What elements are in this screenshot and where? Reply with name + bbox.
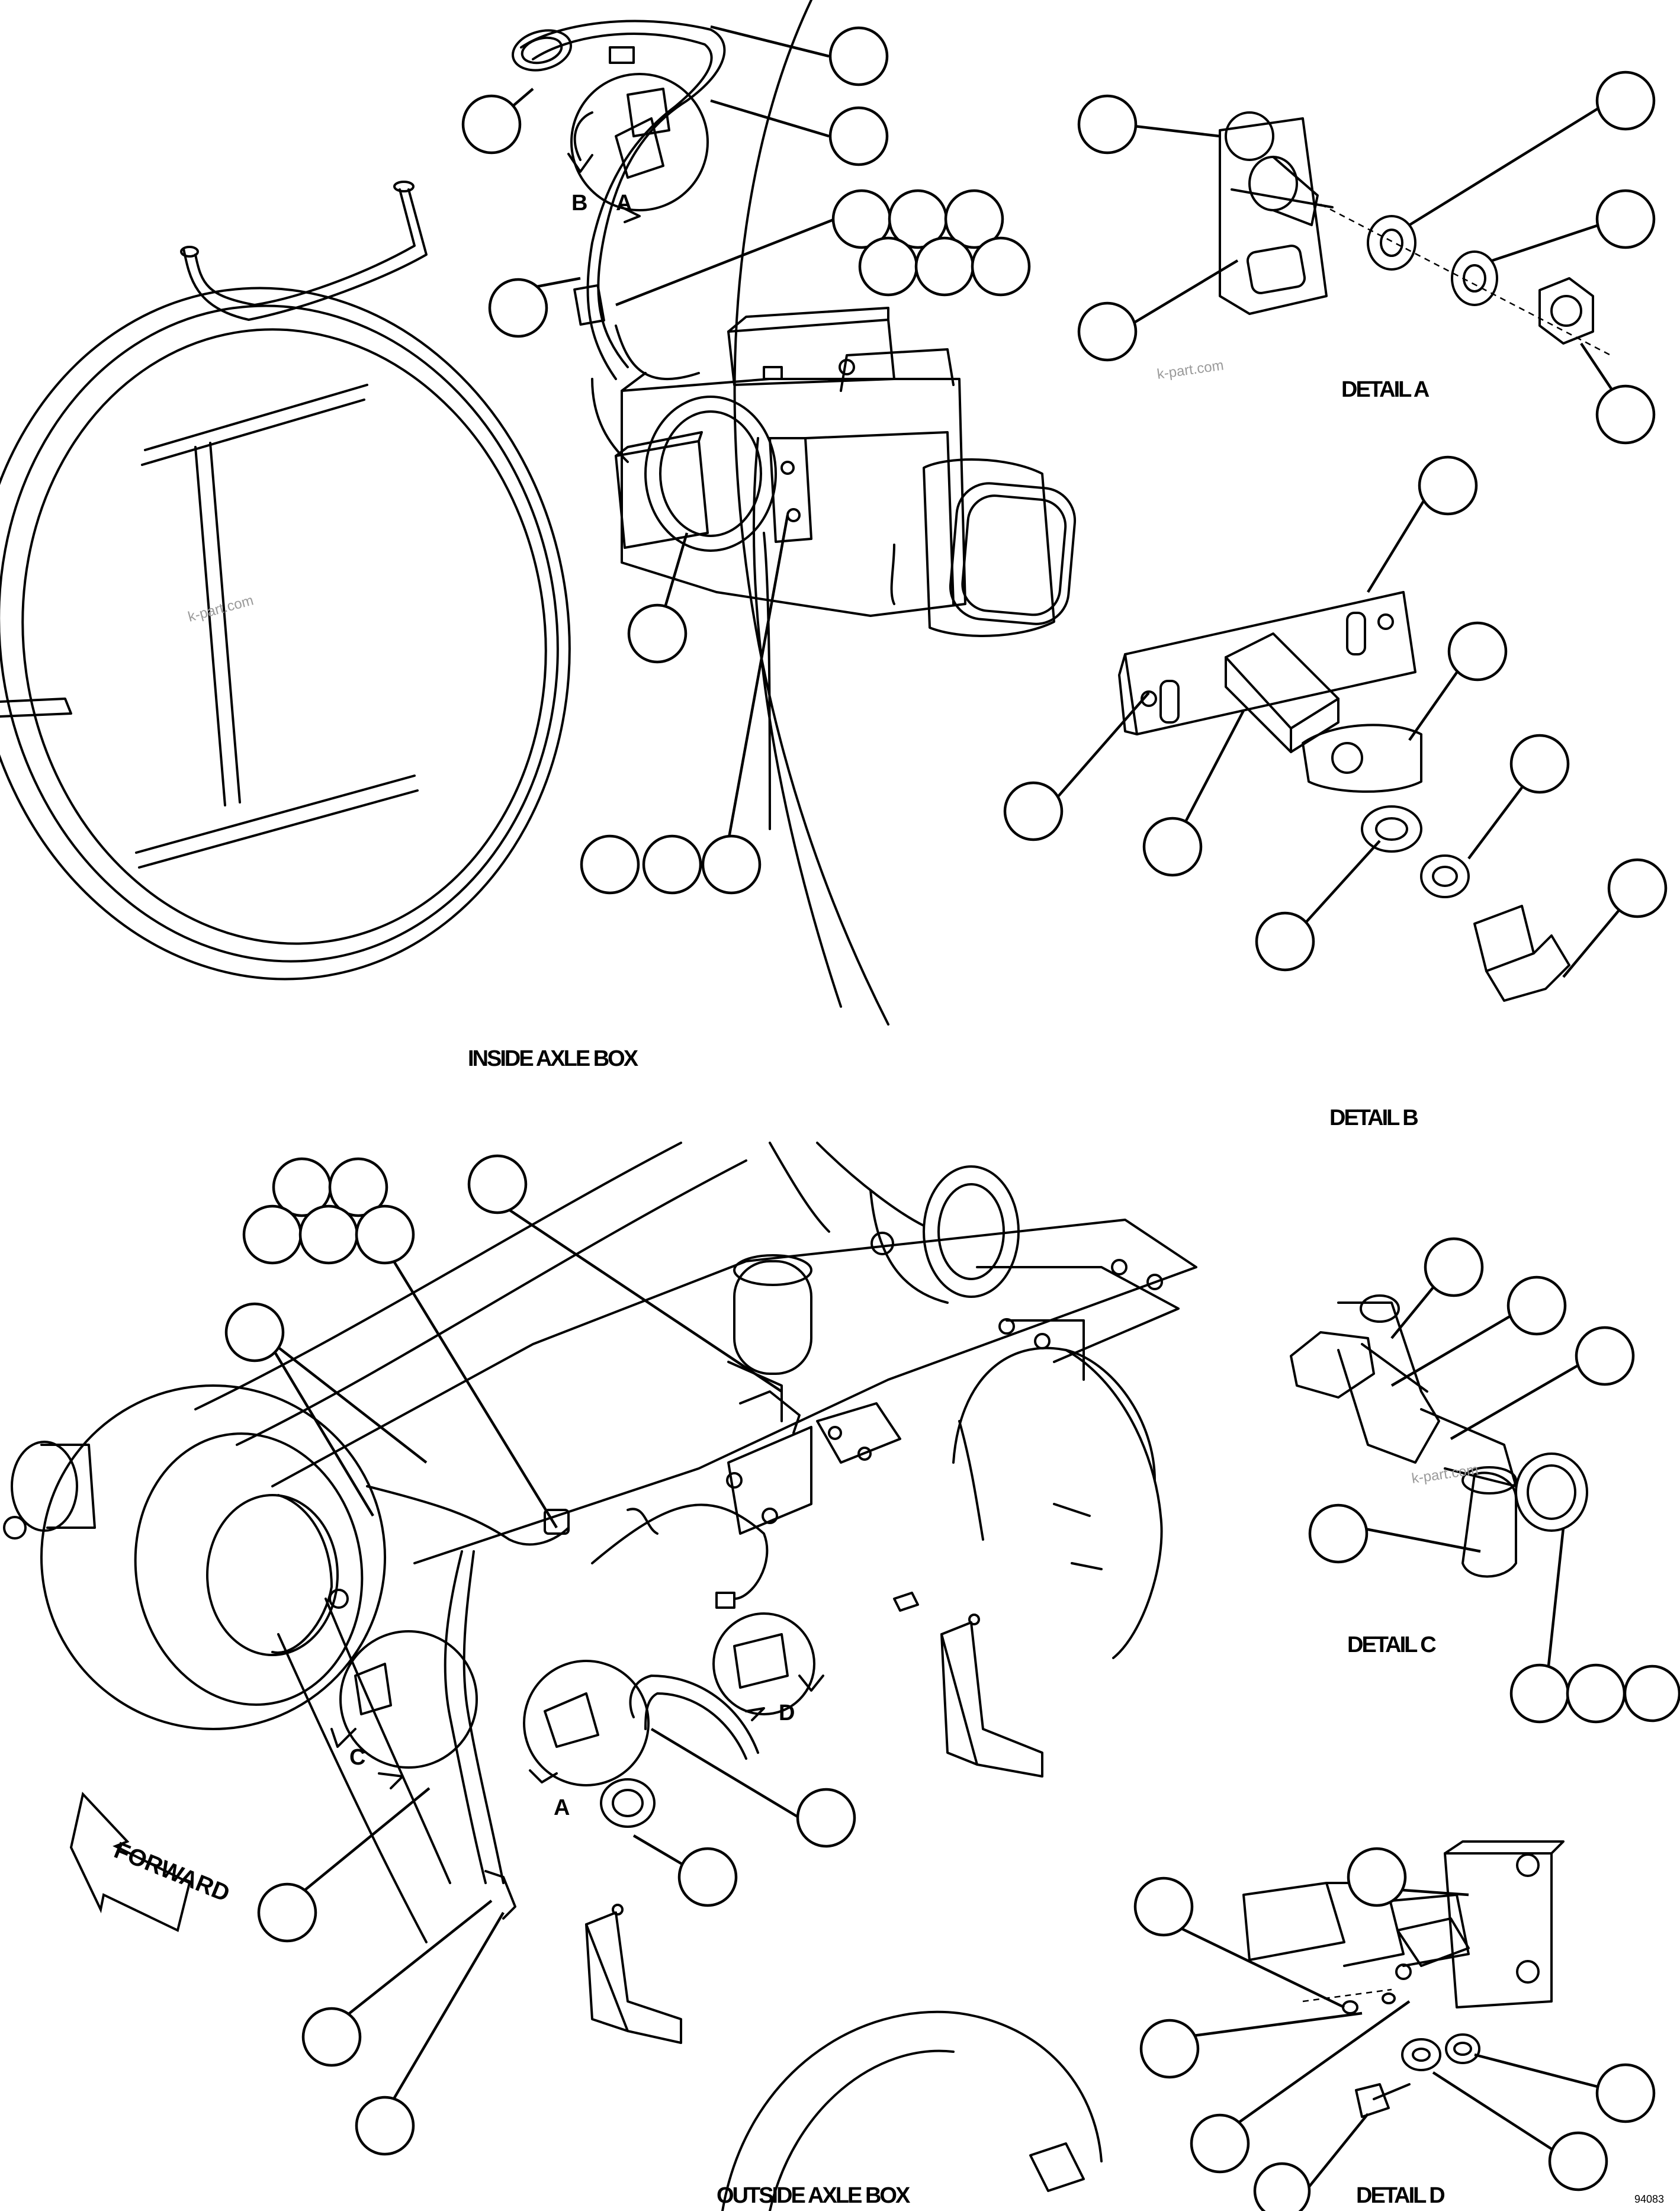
callout-circle	[1139, 2019, 1200, 2079]
callout-circle	[298, 1204, 359, 1265]
callout-circle	[1623, 1664, 1680, 1722]
callout-circle	[355, 2096, 415, 2156]
callout-circle	[301, 2007, 362, 2067]
callout-circle	[1566, 1663, 1626, 1724]
callout-circle	[1447, 621, 1508, 682]
callout-circle	[1595, 384, 1656, 445]
callout-circle	[1506, 1275, 1567, 1336]
watermark-text-2: k-part.com	[1156, 357, 1225, 383]
callout-circle	[1607, 858, 1668, 918]
detail-a-view: k-part.com DETAIL A	[1156, 111, 1611, 402]
callout-circle	[1077, 94, 1138, 155]
callout-circle	[677, 1847, 738, 1907]
callout-leaders	[265, 25, 1639, 2192]
inside-axle-box-view: k-part.com B A	[0, 0, 1077, 1026]
callout-circle	[1347, 1847, 1407, 1907]
callout-circle	[944, 189, 1004, 249]
callout-circle	[328, 1157, 388, 1217]
callout-circle	[1595, 2063, 1656, 2123]
detail-c-caption: DETAIL C	[1347, 1632, 1436, 1657]
callout-circle	[1418, 455, 1478, 516]
detail-b-marker-inside: B	[571, 191, 587, 216]
detail-a-marker: A	[554, 1795, 570, 1820]
callout-circle	[488, 278, 548, 338]
callout-circle	[1255, 911, 1315, 972]
callout-circle	[828, 106, 889, 166]
callout-circle	[224, 1302, 285, 1362]
callout-circle	[1142, 817, 1203, 877]
watermark-text-3: k-part.com	[1411, 1461, 1479, 1487]
detail-b-caption: DETAIL B	[1329, 1106, 1418, 1130]
callout-circles	[224, 26, 1680, 2211]
callout-circle	[1509, 734, 1570, 794]
detail-c-marker: C	[349, 1745, 365, 1770]
callout-circle	[1424, 1237, 1484, 1297]
callout-circle	[1308, 1503, 1369, 1564]
callout-circle	[1190, 2113, 1250, 2174]
drawing-number: 94083	[1634, 2193, 1664, 2205]
callout-circle	[242, 1204, 303, 1265]
callout-circle	[796, 1788, 856, 1848]
callout-circle	[355, 1204, 415, 1265]
callout-circle	[1509, 1663, 1570, 1724]
callout-circle	[467, 1154, 528, 1214]
callout-circle	[642, 834, 702, 895]
callout-circle	[1575, 1326, 1635, 1386]
detail-d-view: DETAIL D 94083	[1242, 1840, 1664, 2208]
callout-circle	[1077, 301, 1138, 362]
callout-circle	[1548, 2131, 1608, 2191]
detail-a-caption: DETAIL A	[1341, 377, 1430, 402]
detail-d-caption: DETAIL D	[1356, 2183, 1444, 2208]
callout-circle	[257, 1882, 317, 1943]
inside-axle-box-caption: INSIDE AXLE BOX	[468, 1046, 639, 1071]
callout-circle	[1003, 781, 1064, 841]
forward-arrow: FORWARD	[69, 1791, 233, 1932]
callout-circle	[580, 834, 640, 895]
callout-circle	[1133, 1876, 1194, 1937]
detail-a-marker-inside: A	[616, 191, 632, 216]
outside-axle-box-caption: OUTSIDE AXLE BOX	[717, 2183, 911, 2208]
callout-circle	[971, 236, 1031, 297]
detail-b-view: DETAIL B	[1118, 591, 1570, 1130]
callout-circle	[828, 26, 889, 86]
detail-c-view: k-part.com DETAIL C	[1290, 1294, 1588, 1657]
callout-circle	[1253, 2162, 1311, 2211]
outside-axle-box-view: C A D FORWARD OUTSIDE AXLE BOX	[3, 1142, 1197, 2211]
callout-circle	[858, 236, 918, 297]
callout-circle	[1595, 70, 1656, 131]
detail-d-marker: D	[779, 1701, 795, 1725]
callout-circle	[627, 603, 688, 664]
callout-circle	[701, 834, 762, 895]
callout-circle	[461, 94, 522, 155]
callout-circle	[914, 236, 975, 297]
watermark-text: k-part.com	[187, 592, 255, 625]
callout-circle	[1595, 189, 1656, 249]
